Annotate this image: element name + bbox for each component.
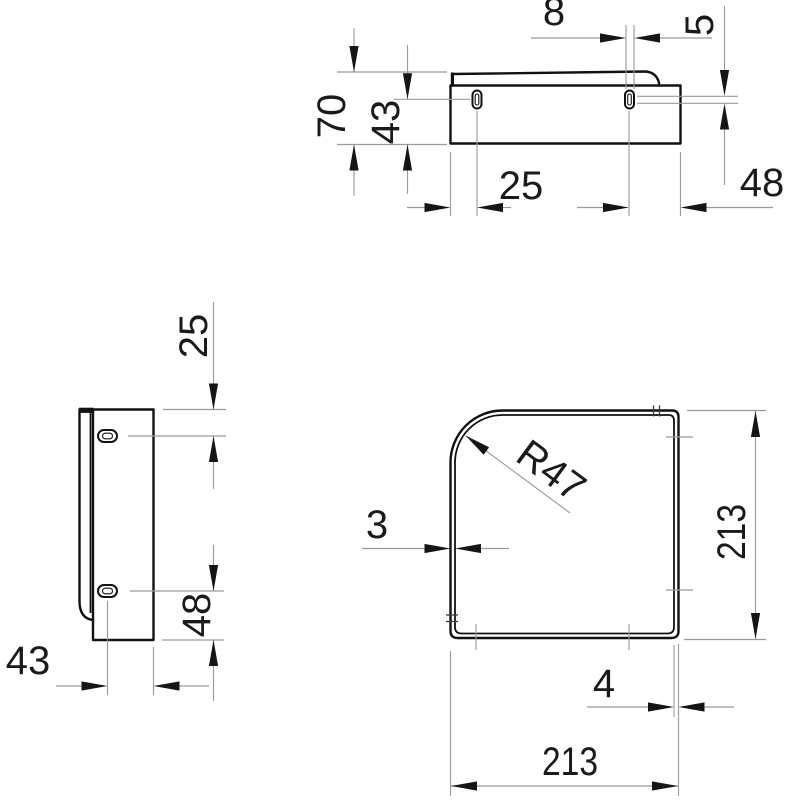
dimension-label: 70 [310, 94, 354, 139]
side-top-slot-inner [101, 432, 114, 440]
dimension-depth-213: 213 [684, 409, 766, 641]
dimension-edge-thickness-3: 3 [362, 503, 509, 554]
dimension-label: 8 [543, 0, 565, 34]
dimension-plate-width-43: 43 [6, 601, 209, 695]
dimension-label: 25 [499, 164, 544, 208]
dimension-label: 48 [175, 593, 219, 638]
front-plate-cross-section [450, 72, 454, 86]
dimension-overall-height-70: 70 [310, 28, 447, 196]
dimension-slot-height-5: 5 [637, 6, 738, 185]
dimension-label: 4 [593, 662, 615, 706]
side-view: 25 48 43 [6, 302, 226, 701]
plan-shelf-outer-outline [449, 409, 680, 640]
side-bottom-slot-inner [101, 587, 114, 595]
dimension-label: 5 [678, 14, 722, 36]
dimension-label: 213 [542, 740, 598, 784]
dimension-bottom-slot-offset-48: 48 [130, 545, 224, 701]
side-lip-outer-outline [78, 408, 95, 622]
dimension-width-213: 213 [449, 644, 680, 796]
front-right-slot-inner [627, 93, 632, 106]
side-plate-outline [91, 408, 155, 642]
plan-rim-inner-outline [454, 414, 675, 635]
dimension-slot-width-8: 8 [531, 0, 712, 89]
dimension-top-slot-offset-25: 25 [128, 302, 226, 489]
side-bottom-mounting-slot [97, 584, 118, 598]
front-left-slot-inner [474, 93, 480, 106]
dimension-label: 43 [364, 100, 408, 145]
dimension-label: 25 [172, 314, 216, 359]
front-shelf-lip-outline [451, 70, 661, 87]
dimension-plate-height-43: 43 [364, 45, 470, 194]
dimension-rim-offset-4: 4 [587, 645, 734, 717]
front-left-mounting-slot [471, 89, 483, 110]
dimension-label: 48 [740, 161, 785, 205]
dimension-label: 213 [710, 504, 754, 560]
side-plate-cross-section [79, 407, 94, 413]
dimension-label: 43 [6, 639, 51, 683]
front-view: 8 5 70 43 [310, 0, 784, 216]
dimension-slot-offsets-row: 25 48 [407, 111, 784, 216]
front-right-mounting-slot [624, 89, 635, 110]
side-top-mounting-slot [97, 429, 118, 443]
front-wall-plate-outline [449, 84, 682, 145]
dimension-label: 3 [366, 503, 388, 547]
